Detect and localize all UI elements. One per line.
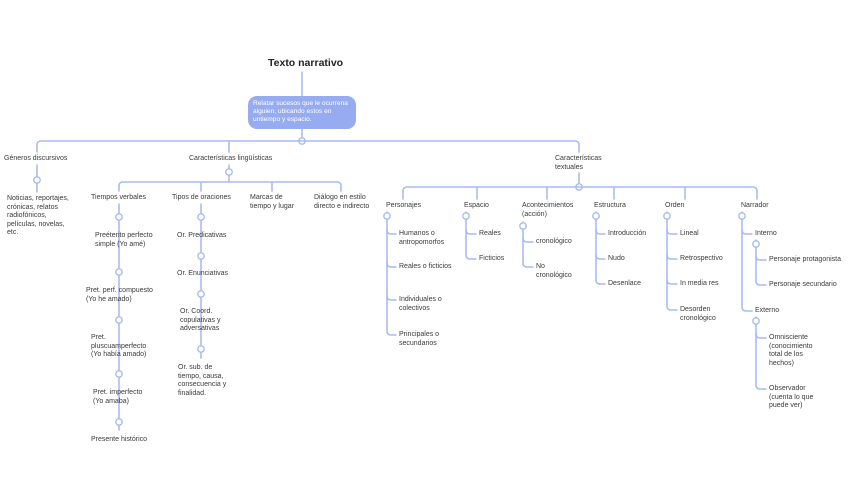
tiempo-item[interactable]: Pret. perf. compuesto (Yo he amado) (86, 287, 153, 303)
collapse-toggle[interactable] (115, 316, 123, 324)
collapse-toggle[interactable] (197, 252, 205, 260)
node-marcas[interactable]: Marcas de tiempo y lugar (250, 194, 294, 210)
node-tipos[interactable]: Tipos de oraciones (172, 194, 231, 201)
interno-item[interactable]: Personaje secundario (769, 281, 837, 288)
tipo-item[interactable]: Or. sub. de tiempo, causa, consecuencia … (178, 364, 227, 397)
node-orden[interactable]: Orden (665, 202, 685, 209)
tipo-item[interactable]: Or. Enunciativas (177, 270, 228, 277)
tiempo-item[interactable]: Preéterito perfecto simple (Yo amé) (95, 232, 153, 248)
tiempo-item[interactable]: Pret. imperfecto (Yo amaba) (93, 389, 143, 405)
espacio-item[interactable]: Reales (479, 230, 501, 237)
central-topic-text: Relatar sucesos que le ocurrena alguien,… (253, 100, 348, 123)
connector-line (386, 211, 397, 336)
connector-line (666, 279, 678, 285)
personaje-item[interactable]: Reales o ficticios (399, 263, 452, 270)
orden-item[interactable]: Desorden cronológico (680, 306, 716, 322)
collapse-toggle[interactable] (752, 240, 760, 248)
espacio-item[interactable]: Ficticios (479, 255, 505, 262)
interno-item[interactable]: Personaje protagonista (769, 256, 841, 263)
externo-item[interactable]: Omnisciente (conocimiento total de los h… (769, 334, 813, 367)
collapse-toggle[interactable] (225, 168, 233, 176)
node-interno[interactable]: Interno (755, 230, 777, 237)
acontecimiento-item[interactable]: No cronológico (536, 263, 572, 279)
acontecimiento-item[interactable]: cronológico (536, 238, 572, 245)
connector-line (666, 211, 678, 311)
connector-line (465, 211, 477, 260)
collapse-toggle[interactable] (752, 317, 760, 325)
node-generos-desc[interactable]: Noticias, reportajes, crónicas, relatos … (7, 195, 69, 237)
personaje-item[interactable]: Humanos o antropomorfos (399, 230, 445, 246)
connector-line (522, 237, 534, 243)
connector-line (595, 211, 606, 285)
estructura-item[interactable]: Introducción (608, 230, 647, 237)
node-linguisticas[interactable]: Características lingüísticas (189, 155, 273, 162)
collapse-toggle[interactable] (115, 370, 123, 378)
connector-line (522, 221, 534, 268)
map-title: Texto narrativo (268, 57, 344, 69)
connector-line (666, 254, 678, 260)
collapse-toggle[interactable] (33, 176, 41, 184)
connector-line (741, 229, 753, 235)
collapse-toggle[interactable] (197, 290, 205, 298)
connector-line (386, 295, 397, 301)
collapse-toggle[interactable] (738, 212, 746, 220)
estructura-item[interactable]: Desenlace (608, 280, 642, 287)
connector-line (666, 229, 678, 235)
collapse-toggle[interactable] (115, 268, 123, 276)
orden-item[interactable]: Retrospectivo (680, 255, 723, 262)
connector-line (755, 333, 767, 339)
node-dialogo[interactable]: Diálogo en estilo directo e indirecto (314, 194, 370, 210)
tipo-item[interactable]: Or. Predicativas (177, 232, 227, 239)
collapse-toggle[interactable] (592, 212, 600, 220)
orden-item[interactable]: In media res (680, 280, 719, 287)
connector-line (595, 229, 606, 235)
connector-line (386, 262, 397, 268)
node-espacio[interactable]: Espacio (464, 202, 489, 209)
connector-line (755, 316, 767, 390)
connector-line (755, 255, 767, 261)
connector-line (741, 211, 753, 312)
collapse-toggle[interactable] (462, 212, 470, 220)
connector-line (118, 181, 342, 192)
orden-item[interactable]: Lineal (680, 230, 699, 237)
personaje-item[interactable]: Individuales o colectivos (399, 296, 442, 312)
collapse-toggle[interactable] (663, 212, 671, 220)
externo-item[interactable]: Observador (cuenta lo que puede ver) (769, 385, 814, 410)
central-topic[interactable]: Relatar sucesos que le ocurrena alguien,… (248, 96, 356, 129)
connector-line (595, 254, 606, 260)
collapse-toggle[interactable] (519, 222, 527, 230)
node-tiempos[interactable]: Tiempos verbales (91, 194, 146, 201)
tiempo-item[interactable]: Presente histórico (91, 436, 148, 443)
node-externo[interactable]: Externo (755, 307, 780, 314)
estructura-item[interactable]: Nudo (608, 255, 625, 262)
node-textuales[interactable]: Características textuales (555, 155, 602, 171)
collapse-toggle[interactable] (197, 345, 205, 353)
connector-line (402, 186, 758, 200)
tipo-item[interactable]: Or. Coord. copulativas y adversativas (180, 308, 221, 333)
collapse-toggle[interactable] (115, 418, 123, 426)
connector-line (465, 229, 477, 235)
connector-line (386, 229, 397, 235)
node-generos[interactable]: Géneros discursivos (4, 155, 68, 162)
node-estructura[interactable]: Estructura (594, 202, 626, 209)
node-acontecimientos[interactable]: Acontecimientos (acción) (522, 202, 574, 218)
tiempo-item[interactable]: Pret. pluscuamperfecto (Yo había amado) (91, 334, 147, 359)
collapse-toggle[interactable] (115, 213, 123, 221)
connector-line (755, 239, 767, 286)
connector-line (36, 140, 580, 153)
collapse-toggle[interactable] (197, 213, 205, 221)
node-personajes[interactable]: Personajes (386, 202, 422, 209)
personaje-item[interactable]: Principales o secundarios (399, 331, 440, 347)
collapse-toggle[interactable] (383, 212, 391, 220)
node-narrador[interactable]: Narrador (741, 202, 769, 209)
